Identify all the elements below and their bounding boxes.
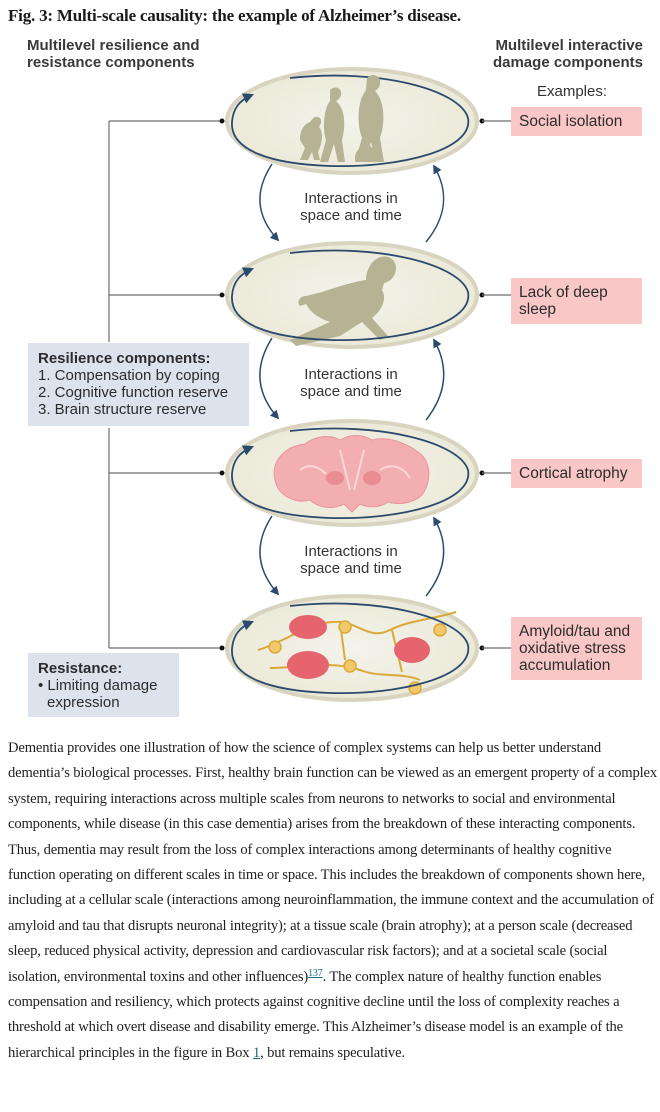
resistance-box: Resistance: • Limiting damage expression [28, 653, 179, 717]
damage-text: sleep [519, 301, 557, 318]
resilience-item: 2. Cognitive function reserve [38, 384, 229, 401]
left-heading-line: resistance components [27, 54, 195, 71]
level-cellular [225, 594, 479, 702]
level-societal [225, 67, 479, 175]
damage-text: accumulation [519, 657, 611, 674]
cycle-arrow [231, 427, 469, 520]
body-text-segment: , but remains speculative. [260, 1044, 405, 1061]
down-arrow [259, 337, 280, 420]
left-bracket [108, 120, 222, 649]
resilience-components-box: Resilience components: 1. Compensation b… [28, 343, 249, 426]
connector-dot [219, 470, 225, 476]
connector-dot [219, 292, 225, 298]
interaction-text: space and time [300, 560, 402, 577]
body-paragraph: Dementia provides one illustration of ho… [8, 736, 660, 1066]
damage-box-person: Lack of deep sleep [511, 278, 642, 324]
connector-dot [219, 118, 225, 124]
level-tissue [225, 419, 479, 527]
damage-text: Cortical atrophy [519, 465, 628, 482]
right-heading-line: damage components [492, 54, 643, 71]
resilience-item: 1. Compensation by coping [38, 367, 220, 384]
damage-box-cellular: Amyloid/tau and oxidative stress accumul… [511, 617, 642, 680]
damage-text: Social isolation [519, 113, 623, 130]
right-heading-line: Multilevel interactive [495, 37, 643, 54]
left-heading-line: Multilevel resilience and [27, 37, 200, 54]
interaction-label: Interactions in space and time [292, 190, 410, 224]
right-column-heading: Multilevel interactive damage components [493, 37, 643, 71]
left-column-heading: Multilevel resilience and resistance com… [27, 37, 200, 71]
level-person [225, 241, 479, 349]
down-arrow [259, 515, 280, 596]
resistance-item: • Limiting damage [38, 677, 158, 694]
up-arrow [425, 516, 445, 597]
body-text-segment: Dementia provides one illustration of ho… [8, 740, 658, 985]
right-connectors [482, 120, 511, 649]
causality-diagram [108, 67, 511, 702]
interaction-label: Interactions in space and time [292, 366, 410, 400]
down-arrow [259, 163, 280, 242]
damage-text: Amyloid/tau and [519, 623, 631, 640]
interaction-arrows [259, 163, 445, 597]
level-ellipse [225, 67, 479, 175]
interaction-label: Interactions in space and time [292, 543, 410, 577]
damage-text: oxidative stress [519, 640, 626, 657]
resilience-heading: Resilience components: [38, 350, 211, 367]
resistance-item: expression [47, 694, 120, 711]
family-silhouette-icon [300, 75, 384, 162]
cycle-arrow [231, 249, 469, 342]
body-text-segment: . The complex nature of healthy function… [8, 968, 623, 1061]
person-silhouette-icon [290, 256, 396, 346]
up-arrow [425, 338, 445, 421]
interaction-text: Interactions in [304, 543, 398, 560]
interaction-text: Interactions in [304, 190, 398, 207]
citation-link[interactable]: 137 [308, 967, 323, 979]
interaction-text: space and time [300, 383, 402, 400]
connector-dot [219, 645, 225, 651]
resilience-item: 3. Brain structure reserve [38, 401, 207, 418]
damage-box-tissue: Cortical atrophy [511, 459, 642, 488]
figure-title: Fig. 3: Multi-scale causality: the examp… [8, 6, 461, 25]
brain-section-icon [273, 435, 430, 513]
neurons-amyloid-icon [257, 611, 457, 695]
interaction-text: Interactions in [304, 366, 398, 383]
resistance-heading: Resistance: [38, 660, 123, 677]
damage-box-societal: Social isolation [511, 107, 642, 136]
damage-text: Lack of deep [519, 284, 608, 301]
box-link[interactable]: 1 [252, 1044, 261, 1061]
interaction-text: space and time [300, 207, 402, 224]
cycle-arrow [231, 602, 469, 695]
examples-label: Examples: [537, 83, 608, 100]
up-arrow [425, 164, 445, 243]
cycle-arrow [231, 74, 469, 168]
